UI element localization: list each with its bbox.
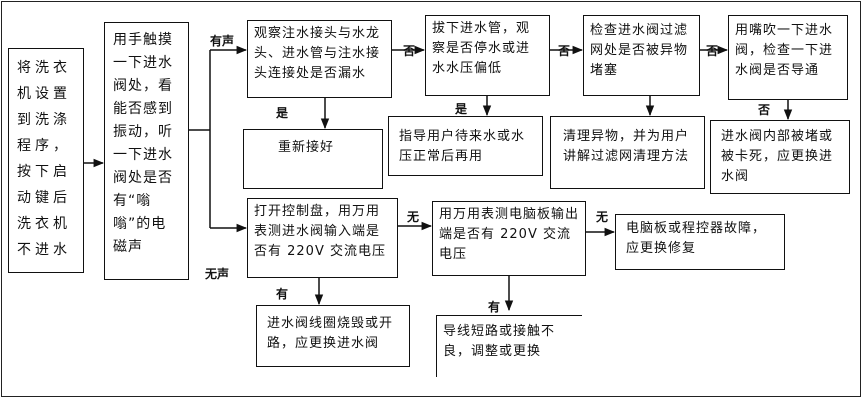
label-pressure-yes: 是 (455, 102, 468, 116)
node-blow-valve: 用嘴吹一下进水阀，检查一下进水阀是否导通 (728, 15, 848, 100)
label-output-has: 有 (488, 300, 501, 314)
label-input-has: 有 (276, 287, 289, 301)
node-measure-output: 用万用表测电脑板输出端是否有 220V 交流电压 (432, 201, 586, 276)
node-clean-filter: 清理异物，并为用户讲解过滤网清理方法 (550, 116, 705, 189)
node-check-leak: 观察注水接头与水龙头、进水管与注水接头连接处是否漏水 (247, 20, 392, 98)
node-check-filter: 检查进水阀过滤网处是否被异物堵塞 (583, 15, 700, 96)
label-filter-no: 否 (706, 44, 719, 58)
node-valve-stuck: 进水阀内部被堵或被卡死，应更换进水阀 (710, 120, 850, 194)
node-wire-fault: 导线短路或接触不良，调整或更换 (436, 315, 582, 377)
node-reconnect: 重新接好 (243, 129, 383, 189)
label-has-sound: 有声 (210, 34, 235, 48)
node-guide-user: 指导用户待来水或水压正常后再用 (388, 116, 543, 176)
label-output-no: 无 (596, 210, 609, 224)
node-coil-burnt: 进水阀线圈烧毁或开路，应更换进水阀 (256, 305, 410, 367)
node-board-fault: 电脑板或程控器故障，应更换修复 (615, 214, 785, 270)
node-start: 将洗衣机设置到洗涤程序，按下启动键后洗衣机不进水 (8, 48, 84, 273)
label-leak-yes: 是 (276, 106, 289, 120)
label-blow-no: 否 (758, 103, 771, 117)
node-unplug-pipe: 拔下进水管，观察是否停水或进水水压偏低 (425, 15, 550, 96)
label-input-no: 无 (407, 210, 420, 224)
node-touch-valve: 用手触摸一下进水阀处，看能否感到振动，听一下进水阀处是否有“嗡嗡”的电磁声 (104, 22, 189, 280)
label-pressure-no: 否 (558, 44, 571, 58)
node-measure-input: 打开控制盘，用万用表测进水阀输入端是否有 220V 交流电压 (247, 198, 398, 278)
label-leak-no: 否 (403, 44, 416, 58)
label-no-sound: 无声 (205, 267, 230, 281)
